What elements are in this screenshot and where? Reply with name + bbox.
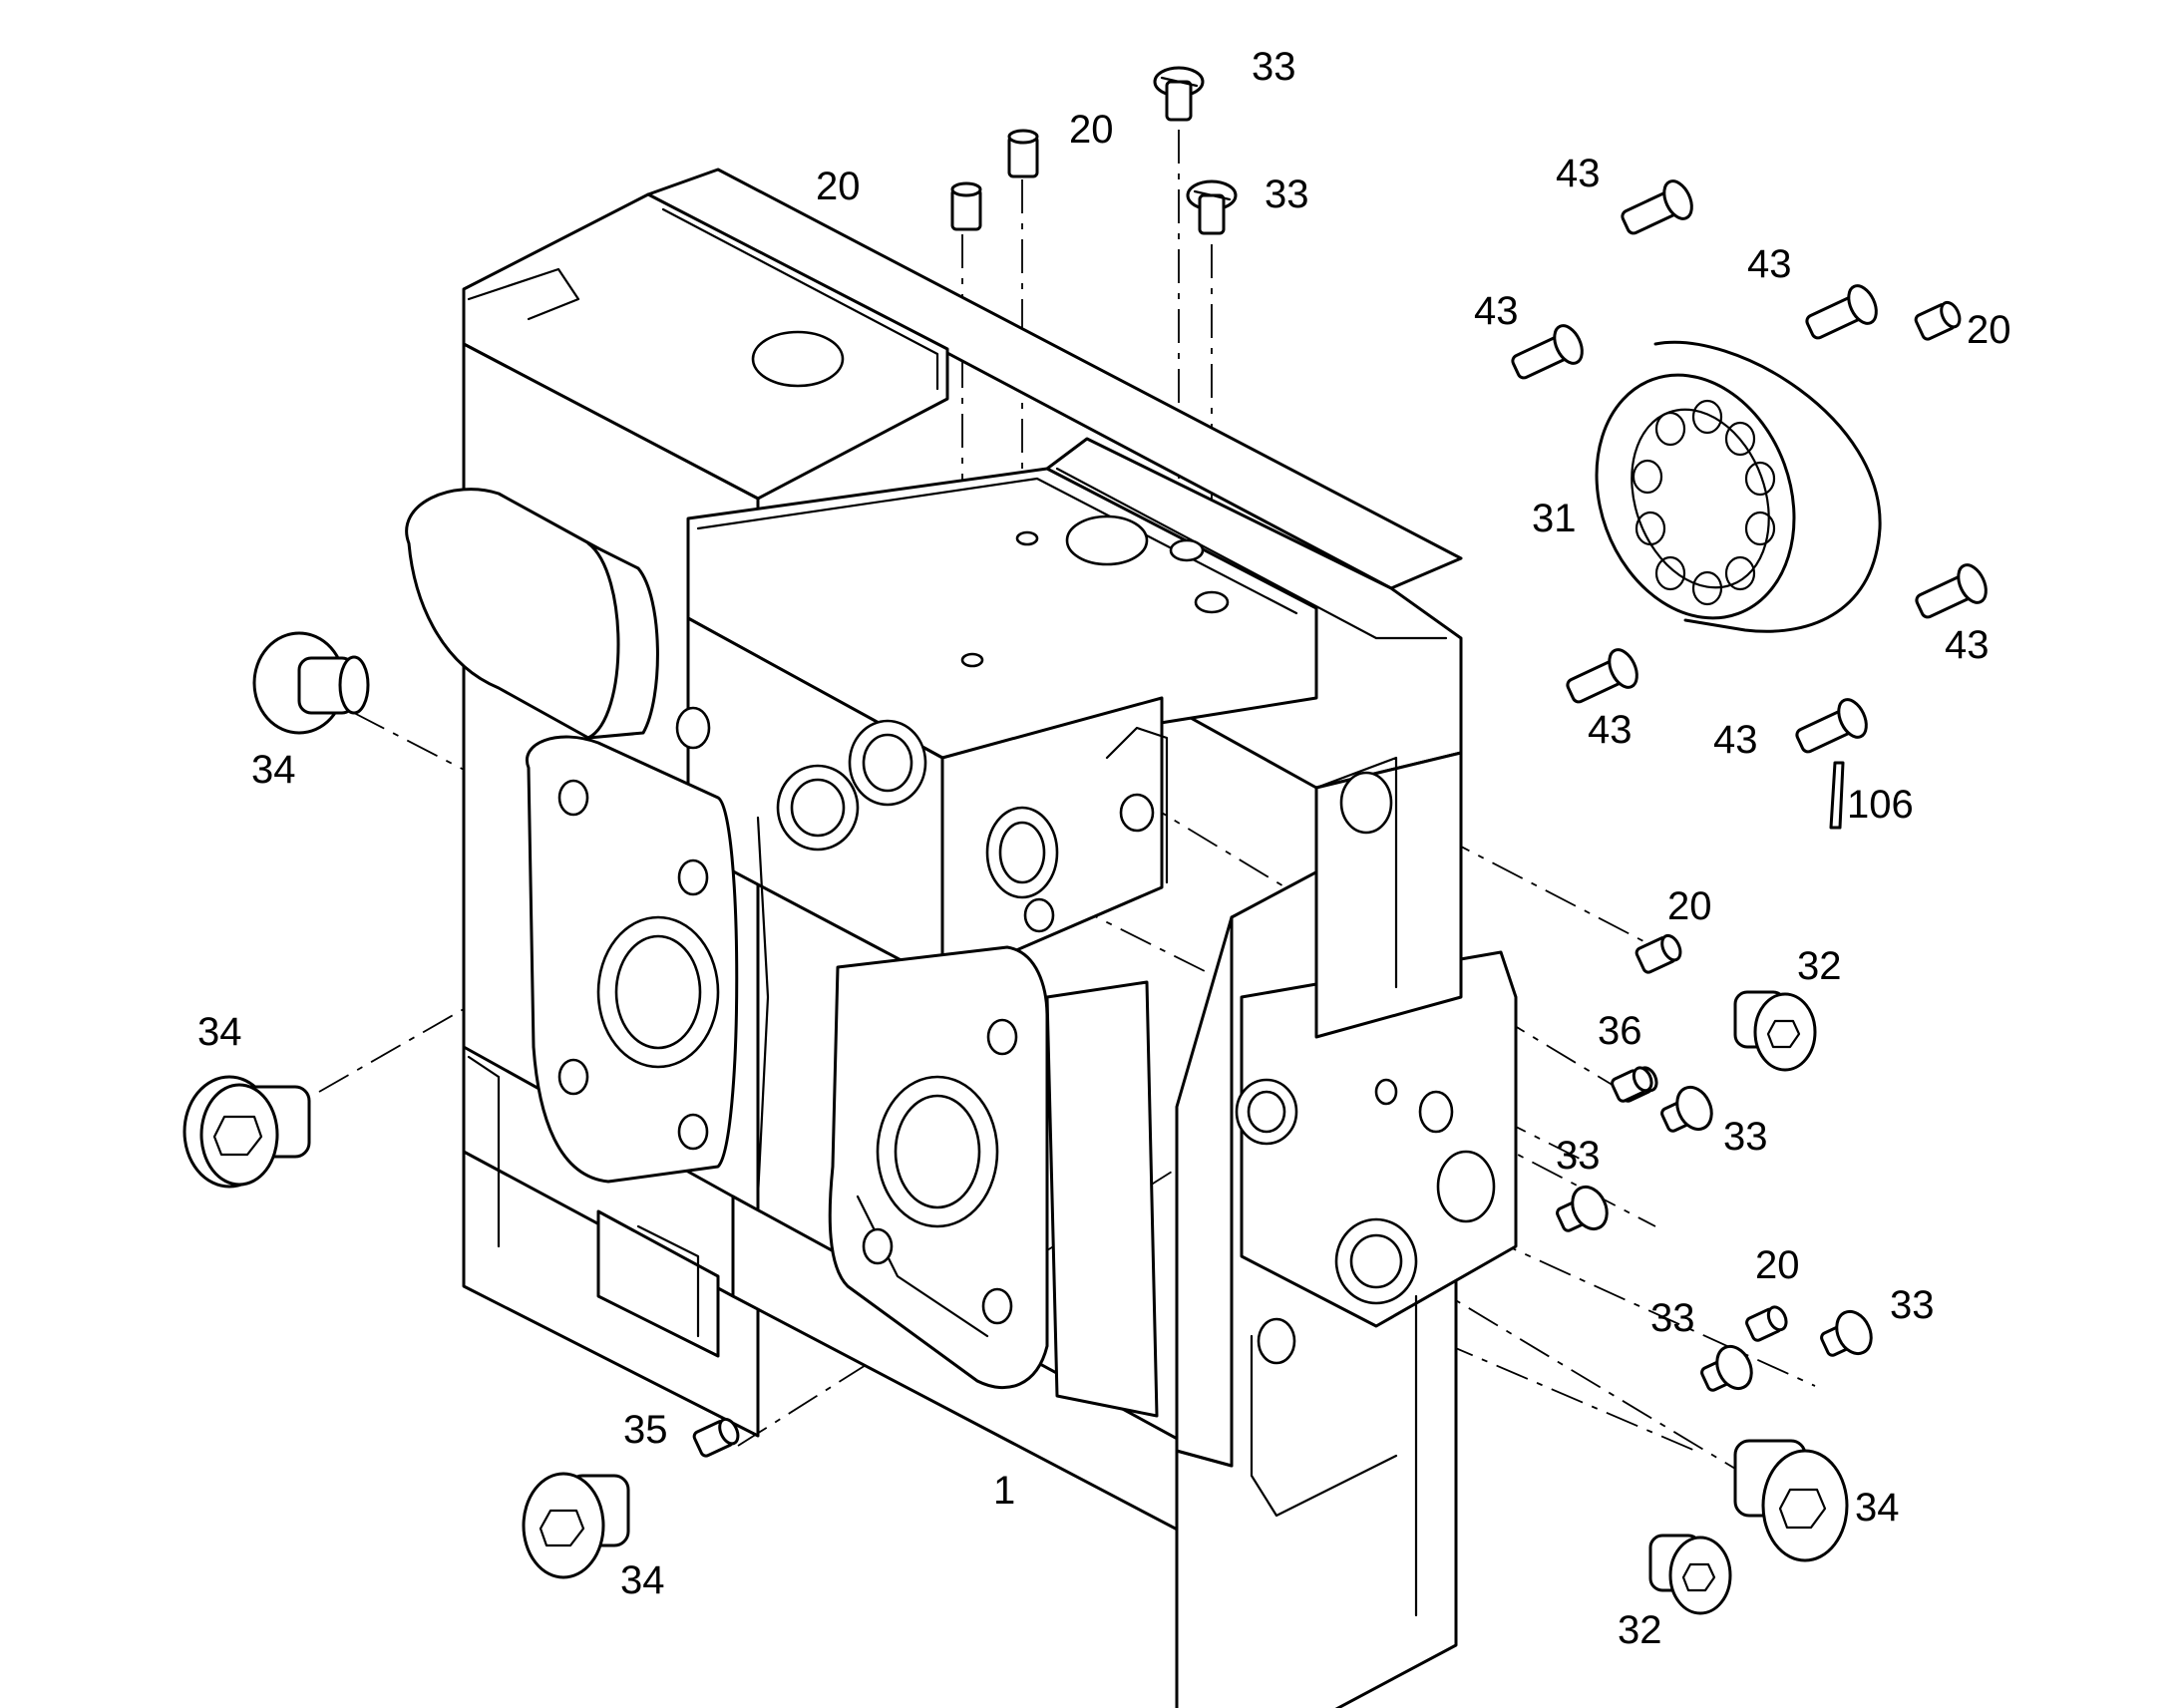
callout-label: 35 [623, 1408, 668, 1452]
callout-label: 106 [1847, 783, 1914, 827]
callout-label: 32 [1618, 1608, 1662, 1652]
housing-body [405, 168, 1518, 1708]
housing-details [467, 207, 1448, 1617]
callout-label: 33 [1265, 172, 1309, 216]
bolts-43 [1511, 179, 1988, 754]
callout-label: 34 [620, 1558, 665, 1602]
callout-label: 43 [1747, 242, 1792, 286]
callout-label: 1 [993, 1469, 1015, 1513]
callout-labels: 33 20 20 33 43 43 43 20 31 43 43 43 106 … [197, 45, 2011, 1652]
callout-label: 20 [816, 165, 861, 208]
pin-106 [1829, 761, 1845, 830]
callout-label: 34 [251, 748, 296, 792]
callout-label: 43 [1556, 152, 1601, 195]
bearing-rollers [1632, 399, 1776, 606]
plugs-32-34-36 [182, 631, 1849, 1615]
callout-label: 43 [1588, 708, 1633, 752]
callout-label: 31 [1532, 497, 1577, 540]
callout-label: 34 [1855, 1486, 1900, 1530]
callout-label: 33 [1252, 45, 1296, 89]
callout-label: 43 [1945, 623, 1990, 667]
sleeves-20 [692, 129, 1962, 1458]
callout-label: 20 [1069, 108, 1114, 152]
callout-label: 33 [1723, 1115, 1768, 1159]
callout-label: 33 [1556, 1134, 1601, 1178]
callout-label: 20 [1755, 1243, 1800, 1287]
callout-label: 33 [1650, 1296, 1695, 1340]
housing-bores [557, 330, 1496, 1365]
callout-label: 34 [197, 1010, 242, 1054]
callout-label: 20 [1667, 884, 1712, 928]
callout-label: 32 [1797, 944, 1842, 988]
screws-33 [1153, 66, 1873, 1392]
callout-label: 20 [1967, 308, 2011, 352]
callout-label: 36 [1598, 1009, 1642, 1053]
callout-label: 43 [1713, 718, 1758, 762]
callout-label: 33 [1890, 1283, 1935, 1327]
bearing [1595, 341, 1882, 633]
callout-label: 43 [1474, 289, 1519, 333]
